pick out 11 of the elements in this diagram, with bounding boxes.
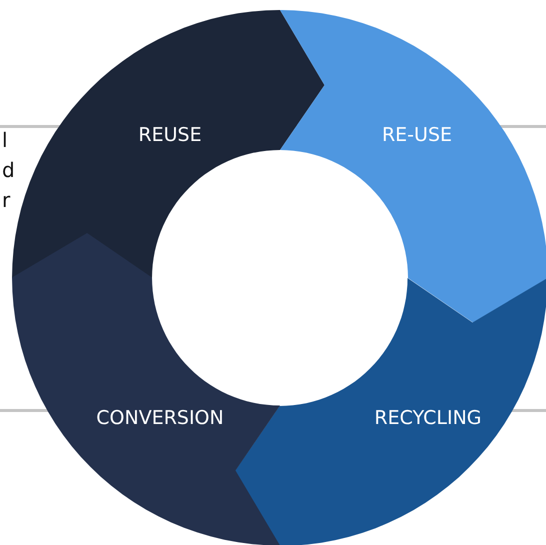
cropped-text: l <box>2 128 8 152</box>
cycle-segment <box>235 278 546 545</box>
cropped-text: r <box>2 188 10 212</box>
cycle-segment <box>280 10 546 323</box>
cropped-text: d <box>2 158 15 182</box>
segment-label: RE-USE <box>382 124 452 146</box>
cycle-segment <box>12 233 280 545</box>
cycle-segment <box>12 10 325 278</box>
segment-label: REUSE <box>138 124 202 146</box>
segment-label: CONVERSION <box>96 406 224 429</box>
segment-label: RECYCLING <box>374 407 482 429</box>
